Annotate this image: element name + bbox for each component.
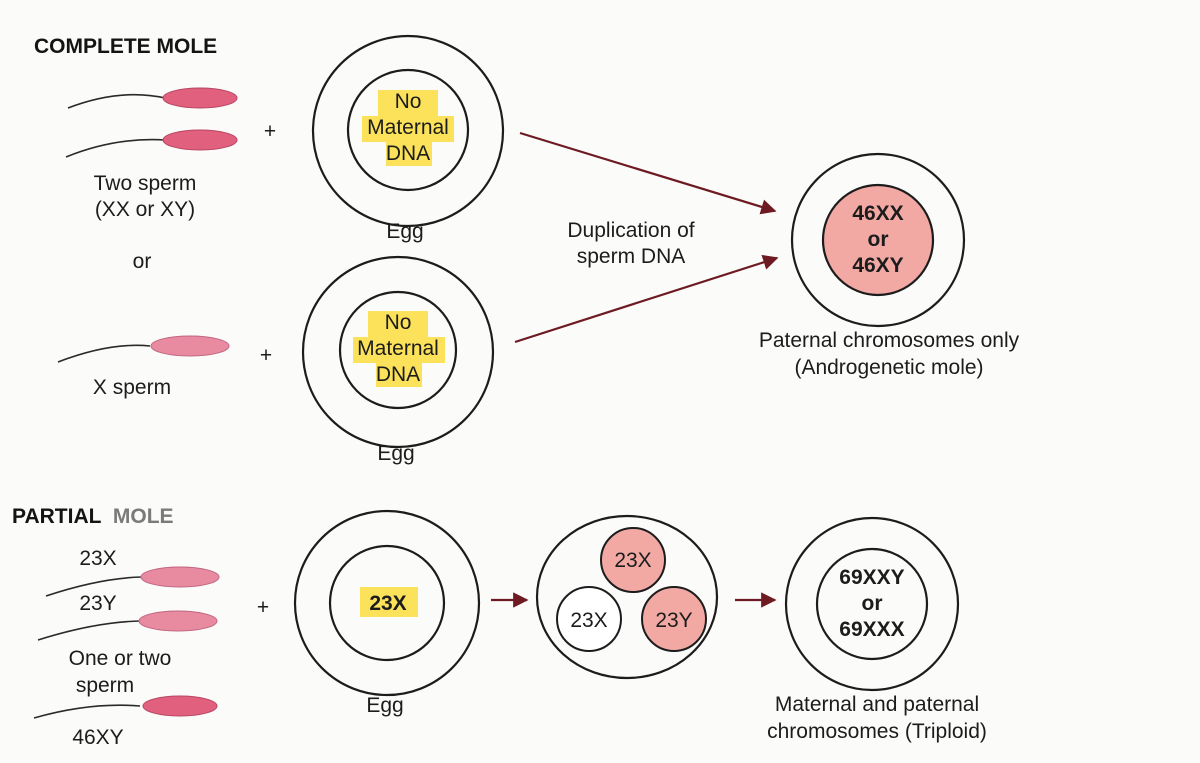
paternal-nucleus <box>600 527 666 593</box>
karyotype-text: 46XY <box>852 254 903 277</box>
karyotype-text: 69XXX <box>839 618 904 641</box>
paternal-nucleus <box>821 183 935 297</box>
highlight <box>360 587 418 617</box>
egg-caption: Egg <box>377 442 414 465</box>
or-label: or <box>133 250 152 273</box>
maternal-nucleus <box>556 586 622 652</box>
result-caption: Maternal and paternal <box>775 693 979 716</box>
egg-nucleus <box>338 290 458 410</box>
fertilized-egg-membrane <box>535 514 719 680</box>
sperm-head <box>142 695 218 717</box>
nucleus-text: No <box>395 90 422 113</box>
paternal-nucleus <box>641 586 707 652</box>
complete-mole-zygote: 46XX or 46XY <box>790 152 966 328</box>
sperm-head <box>162 129 238 151</box>
karyotype-text: 69XXY <box>839 566 904 589</box>
sperm-23x <box>45 566 220 597</box>
fertilized-egg: 23X 23X 23Y <box>535 514 719 680</box>
arrow-to-result <box>514 254 779 344</box>
process-label: sperm DNA <box>577 245 686 268</box>
karyotype-text: 46XX <box>852 202 903 225</box>
nucleus-text: DNA <box>386 142 430 165</box>
nucleus-text: Maternal <box>367 116 449 139</box>
nucleus-text: 23X <box>570 609 607 632</box>
sperm-label: 23X <box>79 547 116 570</box>
sperm-23y <box>37 610 218 641</box>
sperm-label: sperm <box>76 674 134 697</box>
highlight <box>386 140 432 166</box>
two-sperm-label: Two sperm <box>94 172 197 195</box>
sperm-head <box>138 610 218 632</box>
nucleus-text: No <box>385 311 412 334</box>
highlight <box>362 116 454 142</box>
egg-no-maternal-dna-bottom: No Maternal DNA <box>301 255 495 449</box>
result-caption: Paternal chromosomes only <box>759 329 1020 352</box>
egg-outer-membrane <box>311 34 505 228</box>
heading-part: PARTIAL <box>12 505 102 528</box>
plus-sign: + <box>260 344 272 367</box>
partial-mole-zygote: 69XXY or 69XXX <box>784 516 960 692</box>
sperm-46xy <box>33 695 218 719</box>
egg-nucleus <box>346 68 470 192</box>
sperm-label: 46XY <box>72 726 123 749</box>
result-caption: chromosomes (Triploid) <box>767 720 987 743</box>
karyotype-text: or <box>868 228 889 251</box>
egg-nucleus <box>328 544 446 662</box>
nucleus-text: DNA <box>376 363 420 386</box>
nucleus-text: 23Y <box>655 609 692 632</box>
two-sperm-sublabel: (XX or XY) <box>95 198 195 221</box>
complete-mole-heading: COMPLETE MOLE <box>34 35 217 58</box>
highlight <box>378 90 438 120</box>
sperm-label: 23Y <box>79 592 116 615</box>
triploid-nucleus <box>815 547 929 661</box>
karyotype-text: or <box>862 592 883 615</box>
plus-sign: + <box>264 120 276 143</box>
egg-23x: 23X <box>293 509 481 697</box>
nucleus-text: 23X <box>369 592 406 615</box>
nucleus-text: Maternal <box>357 337 439 360</box>
plus-sign: + <box>257 596 269 619</box>
highlight <box>376 361 422 387</box>
sperm-label: One or two <box>69 647 172 670</box>
arrow-to-result <box>519 131 777 215</box>
zygote-outer-membrane <box>790 152 966 328</box>
sperm-head <box>162 87 238 109</box>
sperm-1 <box>67 87 238 109</box>
process-label: Duplication of <box>567 219 694 242</box>
sperm-head <box>140 566 220 588</box>
x-sperm <box>57 335 230 363</box>
result-caption: (Androgenetic mole) <box>794 356 983 379</box>
nucleus-text: 23X <box>614 549 651 572</box>
sperm-2 <box>65 129 238 158</box>
egg-outer-membrane <box>293 509 481 697</box>
egg-outer-membrane <box>301 255 495 449</box>
sperm-head <box>150 335 230 357</box>
partial-mole-heading: PARTIAL MOLE <box>12 505 174 528</box>
zygote-outer-membrane <box>784 516 960 692</box>
x-sperm-label: X sperm <box>93 376 171 399</box>
egg-no-maternal-dna-top: No Maternal DNA <box>311 34 505 228</box>
heading-part: MOLE <box>113 505 174 528</box>
egg-caption: Egg <box>386 220 423 243</box>
highlight <box>368 311 428 341</box>
highlight <box>353 337 445 363</box>
egg-caption: Egg <box>366 694 403 717</box>
